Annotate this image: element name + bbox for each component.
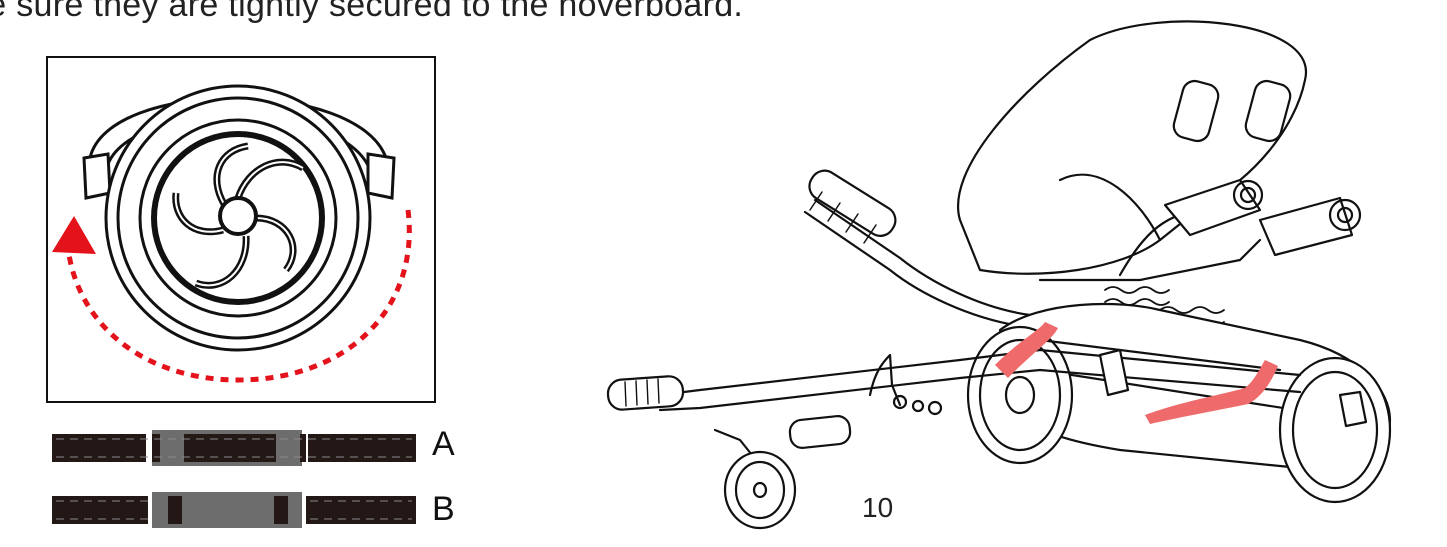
hoverkart-illustration (606, 20, 1392, 530)
strap-b-label: B (432, 490, 455, 528)
rotate-wheel-icon (52, 84, 412, 383)
instruction-text: ke sure they are tightly secured to the … (0, 0, 744, 24)
strap-a-icon (52, 430, 416, 466)
strap-b-icon (52, 492, 416, 528)
strap-a-label: A (432, 425, 455, 463)
page-number: 10 (862, 492, 894, 523)
wheel-rotation-diagram (46, 56, 436, 403)
